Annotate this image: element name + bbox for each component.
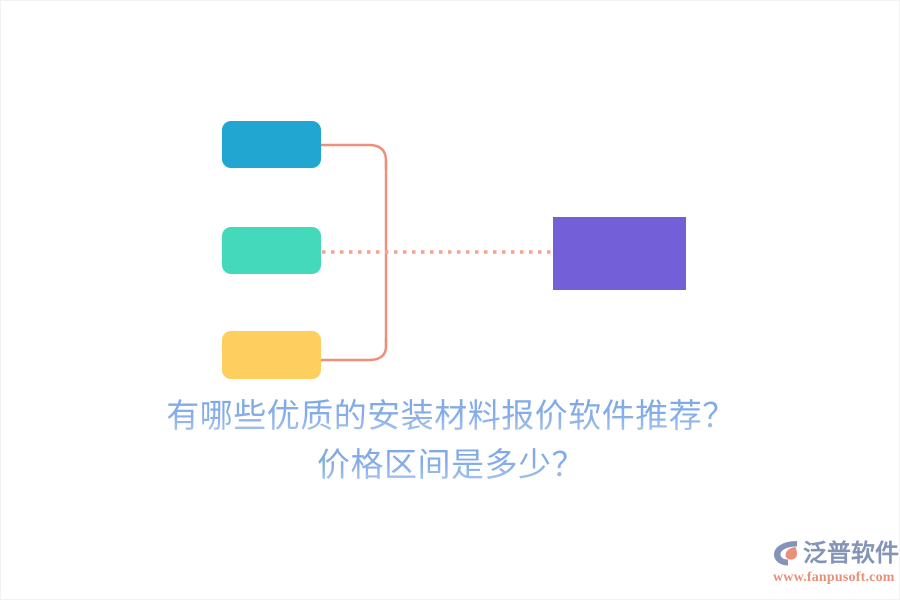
diagram-node-yellow[interactable]	[222, 331, 321, 379]
connector-blue-to-bracket	[319, 143, 388, 171]
page-title-line-1: 有哪些优质的安装材料报价软件推荐？	[1, 393, 899, 442]
page-title: 有哪些优质的安装材料报价软件推荐？ 价格区间是多少？	[1, 393, 899, 491]
logo-row: 泛普软件	[771, 537, 899, 569]
diagram-node-purple[interactable]	[553, 217, 686, 290]
connector-yellow-to-bracket	[319, 337, 388, 362]
fanpu-logo-icon	[774, 541, 797, 566]
watermark-logo: 泛普软件 www.fanpusoft.com	[771, 537, 899, 591]
page-title-line-2: 价格区间是多少？	[1, 442, 899, 491]
logo-brand-text: 泛普软件	[803, 539, 899, 567]
logo-url-text: www.fanpusoft.com	[773, 570, 895, 585]
diagram-node-blue[interactable]	[222, 121, 321, 168]
diagram-node-teal[interactable]	[222, 227, 321, 274]
